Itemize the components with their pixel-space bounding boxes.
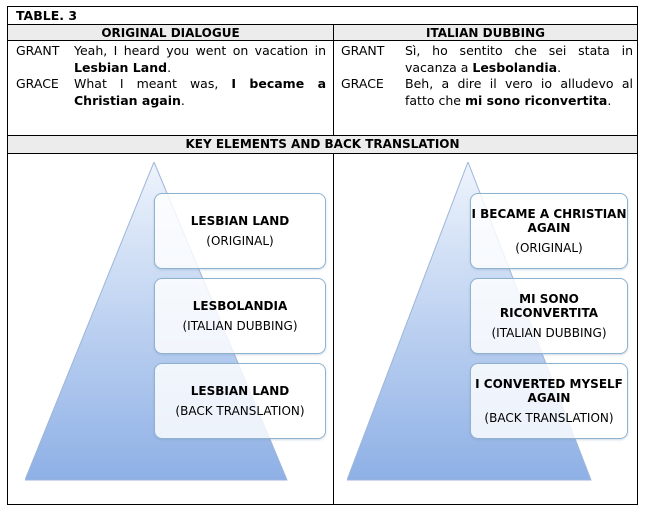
box-main-text: LESBIAN LAND xyxy=(190,384,290,398)
box-note: (BACK TRANSLATION) xyxy=(484,411,614,425)
box-note: (ORIGINAL) xyxy=(515,241,583,255)
pyramid-right-box-original: I BECAME A CHRISTIAN AGAIN (ORIGINAL) xyxy=(470,193,628,269)
speaker-grace-dubbing: GRACE xyxy=(341,76,384,91)
line-text: Sì, ho sentito che sei stata in vacanza … xyxy=(405,43,633,75)
key-element: Lesbolandia xyxy=(472,60,558,75)
line-punct: . xyxy=(180,93,185,108)
line-grace-original: What I meant was, I became a Christian a… xyxy=(74,75,326,109)
pyramid-right-box-dubbing: MI SONO RICONVERTITA (ITALIAN DUBBING) xyxy=(470,278,628,354)
header-original-dialogue: ORIGINAL DIALOGUE xyxy=(8,25,333,41)
box-main-text: MI SONO RICONVERTITA xyxy=(499,292,599,320)
speaker-grant-dubbing: GRANT xyxy=(341,43,385,58)
box-main-text: I BECAME A CHRISTIAN AGAIN xyxy=(471,207,627,235)
section-key-elements: KEY ELEMENTS AND BACK TRANSLATION xyxy=(8,135,637,154)
column-divider-bottom xyxy=(333,154,334,504)
box-main-text: I CONVERTED MYSELF AGAIN xyxy=(475,377,623,405)
line-punct: . xyxy=(557,60,562,75)
line-text: Yeah, I heard you went on vacation in xyxy=(74,43,326,58)
line-grace-dubbing: Beh, a dire il vero io alludevo al fatto… xyxy=(405,75,633,109)
pyramid-right-box-back: I CONVERTED MYSELF AGAIN (BACK TRANSLATI… xyxy=(470,363,628,439)
pyramid-left-box-back: LESBIAN LAND (BACK TRANSLATION) xyxy=(154,363,326,439)
box-note: (BACK TRANSLATION) xyxy=(175,404,305,418)
box-main-text: LESBOLANDIA xyxy=(192,299,288,313)
table-3: TABLE. 3 ORIGINAL DIALOGUE ITALIAN DUBBI… xyxy=(7,6,638,505)
line-text: What I meant was, xyxy=(74,76,219,91)
pyramid-left-box-original: LESBIAN LAND (ORIGINAL) xyxy=(154,193,326,269)
key-element: Lesbian Land xyxy=(74,60,168,75)
key-element: I became a Christian again xyxy=(74,76,326,108)
column-divider-top xyxy=(333,25,334,135)
line-punct: . xyxy=(607,93,612,108)
speaker-grace-original: GRACE xyxy=(16,76,59,91)
key-element: mi sono riconvertita xyxy=(464,93,608,108)
speaker-grant-original: GRANT xyxy=(16,43,60,58)
line-grant-dubbing: Sì, ho sentito che sei stata in vacanza … xyxy=(405,42,633,76)
box-note: (ITALIAN DUBBING) xyxy=(491,326,607,340)
box-note: (ORIGINAL) xyxy=(206,234,274,248)
box-note: (ITALIAN DUBBING) xyxy=(182,319,298,333)
table-title: TABLE. 3 xyxy=(8,7,637,25)
line-punct: . xyxy=(167,60,172,75)
header-italian-dubbing: ITALIAN DUBBING xyxy=(334,25,637,41)
line-grant-original: Yeah, I heard you went on vacation in Le… xyxy=(74,42,326,76)
box-main-text: LESBIAN LAND xyxy=(190,214,290,228)
line-text: Beh, a dire il vero io alludevo al fatto… xyxy=(405,76,633,108)
pyramid-left-box-dubbing: LESBOLANDIA (ITALIAN DUBBING) xyxy=(154,278,326,354)
